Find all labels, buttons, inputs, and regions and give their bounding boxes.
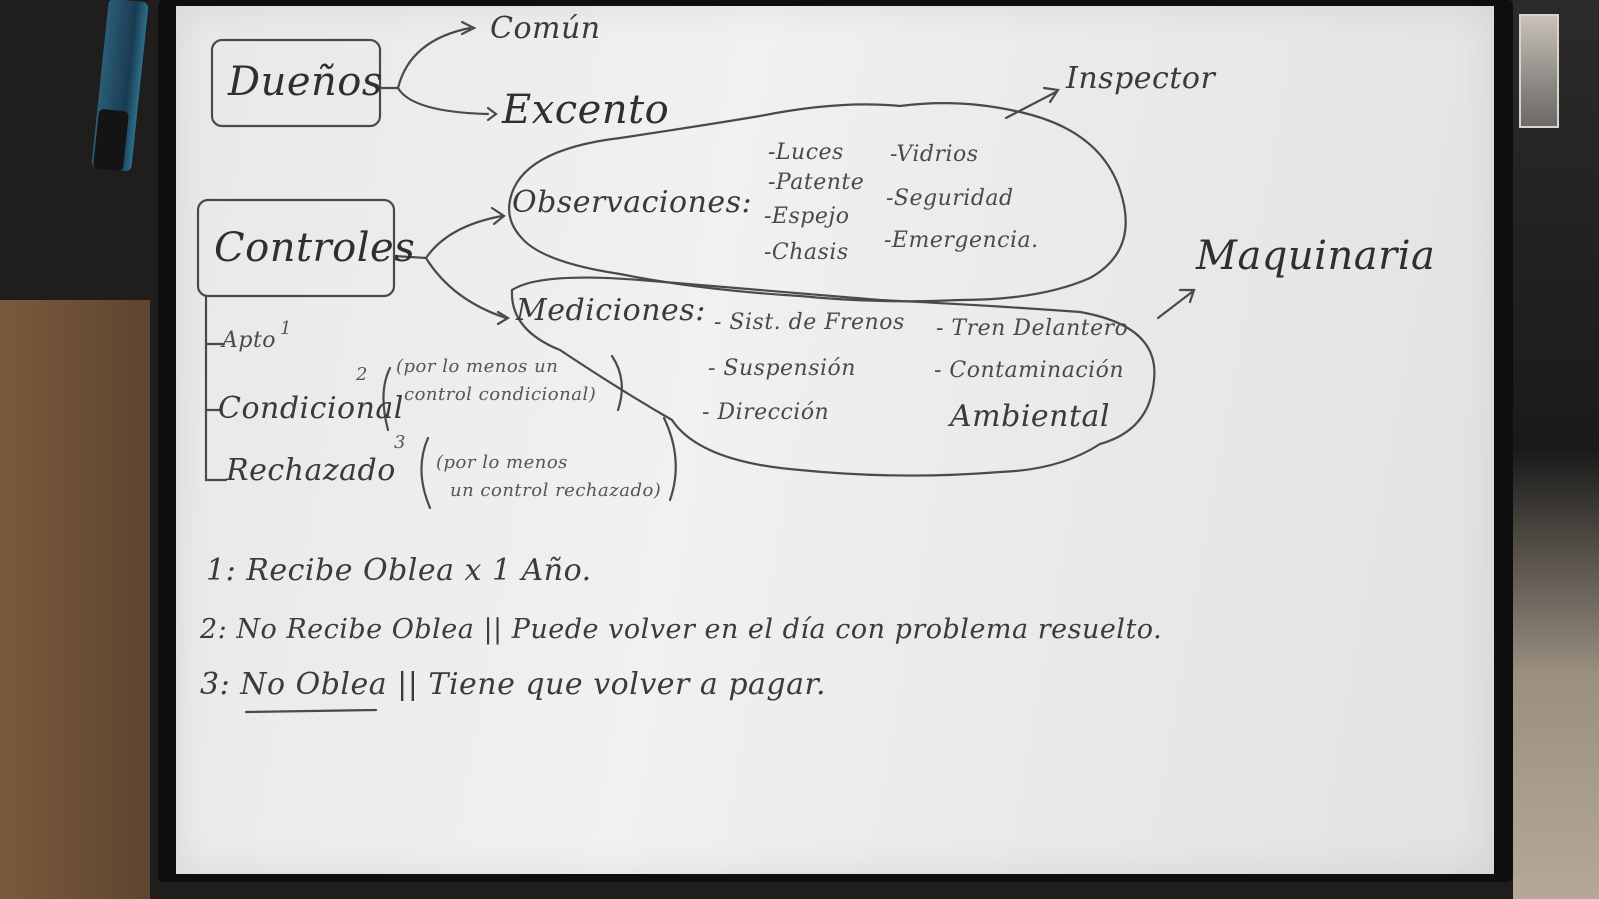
obs-item-luces: -Luces <box>768 140 844 165</box>
inspector-label: Inspector <box>1066 61 1216 96</box>
note-rechazado-line2: un control rechazado) <box>450 480 662 501</box>
med-item-ambiental: Ambiental <box>950 399 1111 434</box>
med-item-contaminacion: - Contaminación <box>934 358 1125 383</box>
footnote-1: 1: Recibe Oblea x 1 Año. <box>206 556 592 586</box>
observaciones-cloud <box>508 102 1127 303</box>
result-rechazado-mark: 3 <box>394 432 406 453</box>
footnote-2-prefix: 2: <box>200 614 228 645</box>
branch-excento: Excento <box>502 87 670 133</box>
med-item-frenos: - Sist. de Frenos <box>714 310 905 335</box>
footnote-3-underlined: No Oblea <box>240 667 388 702</box>
arrow-excento <box>396 86 490 116</box>
mediciones-cloud <box>510 276 1156 477</box>
maquinaria-label: Maquinaria <box>1196 233 1436 279</box>
obs-item-vidrios: -Vidrios <box>890 142 979 167</box>
note-condicional-line2: control condicional) <box>404 384 597 405</box>
results-bracket <box>204 294 228 482</box>
underline-no-oblea <box>244 708 378 714</box>
controles-box <box>196 198 396 298</box>
result-rechazado: Rechazado <box>226 453 396 488</box>
duenos-box <box>210 38 382 128</box>
footnote-3-text: || Tiene que volver a pagar. <box>387 667 827 702</box>
bracket-condicional-open <box>382 366 392 432</box>
obs-item-patente: -Patente <box>768 170 865 195</box>
result-apto-mark: 1 <box>280 318 292 339</box>
bracket-rechazado-close <box>662 416 677 502</box>
branch-comun: Común <box>490 11 601 46</box>
background-right <box>1513 0 1599 899</box>
mediciones-title: Mediciones: <box>516 293 706 328</box>
med-item-suspension: - Suspensión <box>708 356 856 381</box>
arrow-observaciones <box>392 214 504 260</box>
obs-item-espejo: -Espejo <box>764 204 850 229</box>
arrow-mediciones <box>424 256 508 320</box>
result-apto: Apto <box>222 328 277 353</box>
obs-item-emergencia: -Emergencia. <box>884 228 1039 253</box>
bracket-condicional-close <box>610 354 623 412</box>
arrow-maquinaria <box>1156 290 1194 320</box>
arrow-inspector <box>1004 90 1058 120</box>
observaciones-title: Observaciones: <box>512 185 753 220</box>
footnote-3-prefix: 3: <box>200 667 231 702</box>
obs-item-chasis: -Chasis <box>764 240 849 265</box>
med-item-tren-delantero: - Tren Delantero <box>936 316 1129 341</box>
note-rechazado-line1: (por lo menos <box>436 452 568 473</box>
whiteboard <box>176 6 1494 874</box>
footnote-1-prefix: 1: <box>206 553 237 588</box>
background-wall <box>0 300 150 899</box>
controles-title: Controles <box>214 225 416 271</box>
bracket-rechazado-open <box>420 436 432 510</box>
footnote-2-text: No Recibe Oblea || Puede volver en el dí… <box>236 614 1163 645</box>
obs-item-seguridad: -Seguridad <box>886 186 1014 211</box>
footnote-2: 2: No Recibe Oblea || Puede volver en el… <box>200 616 1162 643</box>
footnote-3: 3: No Oblea || Tiene que volver a pagar. <box>200 670 826 700</box>
photo-on-wall <box>1519 14 1559 128</box>
arrow-comun <box>378 26 472 90</box>
med-item-direccion: - Dirección <box>702 400 830 425</box>
result-condicional-mark: 2 <box>356 364 368 385</box>
duenos-title: Dueños <box>228 59 383 105</box>
note-condicional-line1: (por lo menos un <box>396 356 559 377</box>
result-condicional: Condicional <box>218 391 404 426</box>
footnote-1-text: Recibe Oblea x 1 Año. <box>246 553 592 588</box>
